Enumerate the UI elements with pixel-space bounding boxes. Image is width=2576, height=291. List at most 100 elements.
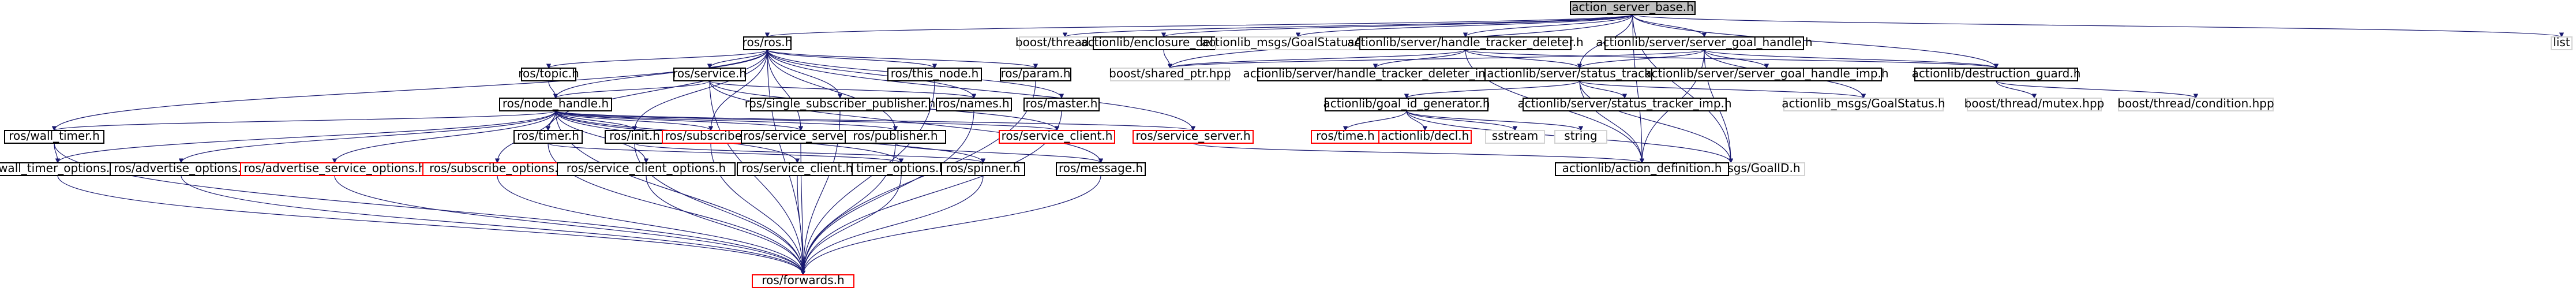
edge-ros-thisnode: [767, 49, 938, 69]
edge-ros-walltimer: [51, 49, 768, 131]
edge-root-htd: [1463, 14, 1633, 38]
node-serviceclient2[interactable]: ros/service_client.h: [737, 161, 858, 176]
edge-service-forwards: [709, 80, 806, 275]
node-box: [557, 162, 736, 176]
node-box: [1554, 130, 1607, 144]
node-timeropt[interactable]: timer_options.h: [852, 161, 951, 176]
edge-ros-nodehandle: [553, 49, 768, 99]
node-box: [1485, 130, 1545, 144]
edge-timer-timeropt: [548, 143, 903, 163]
edge-ros-service: [707, 49, 768, 69]
node-spinner[interactable]: ros/spinner.h: [941, 161, 1025, 176]
node-timer[interactable]: ros/timer.h: [513, 129, 583, 144]
node-box: [4, 130, 104, 144]
node-dg[interactable]: actionlib/destruction_guard.h: [1912, 66, 2081, 81]
node-label: actionlib/server/server_goal_handle_imp.…: [1644, 66, 1888, 80]
edge-names-forwards: [800, 110, 974, 275]
edge-init-spinner: [634, 143, 985, 163]
node-box: [1378, 130, 1472, 144]
edge-sgh-sharedptr: [1168, 49, 1705, 69]
node-box: [2118, 98, 2274, 111]
node-sghimp[interactable]: actionlib/server/server_goal_handle_imp.…: [1644, 66, 1889, 81]
node-box: [750, 98, 930, 111]
node-label: ros/spinner.h: [946, 161, 1021, 175]
edge-gidgen-string: [1406, 110, 1584, 131]
node-forwards[interactable]: ros/forwards.h: [752, 273, 854, 288]
edge-dg-mutex: [1996, 80, 2037, 99]
edge-spinner-forwards: [800, 175, 984, 275]
edge-nodehandle-publisher: [555, 110, 898, 131]
node-wto[interactable]: wall_timer_options.h: [0, 161, 121, 176]
node-list[interactable]: list: [2551, 35, 2573, 50]
edge-gidgen-decl: [1406, 110, 1428, 131]
edge-timeropt-forwards: [800, 175, 902, 275]
node-box: [1651, 68, 1882, 81]
node-sharedptr[interactable]: boost/shared_ptr.hpp: [1109, 66, 1231, 81]
node-box: [1523, 98, 1727, 111]
node-subopt[interactable]: ros/subscribe_options.h: [422, 161, 572, 176]
node-rostime[interactable]: ros/time.h: [1311, 129, 1380, 144]
node-actiondef[interactable]: actionlib/action_definition.h: [1555, 161, 1729, 176]
node-serviceserver[interactable]: ros/service_server.h: [741, 129, 861, 144]
edge-encdel-sharedptr: [1163, 49, 1173, 69]
node-box: [499, 98, 612, 111]
node-master[interactable]: ros/master.h: [1023, 96, 1100, 111]
node-box: [752, 274, 854, 288]
node-walltimer[interactable]: ros/wall_timer.h: [4, 129, 104, 144]
node-decl[interactable]: actionlib/decl.h: [1378, 129, 1472, 144]
node-thisnode[interactable]: ros/this_node.h: [887, 66, 982, 81]
node-sstream[interactable]: sstream: [1485, 129, 1545, 144]
node-param[interactable]: ros/param.h: [1000, 66, 1071, 81]
node-box: [513, 130, 583, 144]
node-box: [887, 68, 982, 81]
node-names[interactable]: ros/names.h: [936, 96, 1012, 111]
edge-nodehandle-wto: [55, 110, 556, 163]
edge-sgh-st: [1577, 49, 1705, 69]
node-mutex[interactable]: boost/thread/mutex.hpp: [1964, 96, 2105, 111]
node-htd[interactable]: actionlib/server/handle_tracker_deleter.…: [1347, 35, 1584, 50]
node-advopt[interactable]: ros/advertise_options.h: [110, 161, 253, 176]
edge-ros-servicesrv: [767, 49, 1196, 131]
node-ssp[interactable]: ros/single_subscriber_publisher.h: [745, 96, 936, 111]
edge-ros-param: [767, 49, 1038, 69]
node-ros[interactable]: ros/ros.h: [743, 35, 793, 50]
edge-root-sgh: [1632, 14, 1707, 38]
node-goalstatus[interactable]: actionlib_msgs/GoalStatus.h: [1782, 96, 1945, 111]
edge-param-forwards: [800, 80, 1036, 275]
node-label: actionlib/server/server_goal_handle.h: [1596, 35, 1812, 49]
node-box: [743, 36, 792, 50]
node-nodehandle[interactable]: ros/node_handle.h: [499, 96, 612, 111]
node-label: ros/service_server.h: [1135, 129, 1250, 143]
node-root[interactable]: action_server_base.h: [1570, 0, 1696, 15]
edge-nodehandle-walltimer: [52, 110, 556, 131]
node-publisher[interactable]: ros/publisher.h: [845, 129, 946, 144]
node-advsrvopt[interactable]: ros/advertise_service_options.h: [240, 161, 429, 176]
node-topic[interactable]: ros/topic.h: [518, 66, 579, 81]
node-box: [673, 68, 746, 81]
node-message[interactable]: ros/message.h: [1056, 161, 1146, 176]
node-init[interactable]: ros/init.h: [605, 129, 665, 144]
edge-servicesrv-actiondef: [1193, 143, 1644, 163]
edge-advopt-forwards: [181, 175, 806, 275]
node-serviceclient[interactable]: ros/service_client.h: [999, 129, 1115, 144]
node-htdimp[interactable]: actionlib/server/handle_tracker_deleter_…: [1243, 66, 1508, 81]
edge-root-list: [1632, 14, 2564, 38]
edge-service-nodehandle: [553, 80, 710, 99]
node-label: ros/param.h: [1000, 66, 1070, 80]
node-box: [941, 162, 1025, 176]
node-box: [1570, 1, 1696, 15]
node-label: sstream: [1492, 129, 1539, 143]
node-box: [845, 130, 946, 144]
node-box: [1110, 68, 1230, 81]
node-string[interactable]: string: [1554, 129, 1607, 144]
node-label: actionlib/server/status_tracker_imp.h: [1517, 96, 1731, 110]
node-st[interactable]: actionlib/server/status_tracker.h: [1484, 66, 1675, 81]
node-sgh[interactable]: actionlib/server/server_goal_handle.h: [1596, 35, 1813, 50]
node-gidgen[interactable]: actionlib/goal_id_generator.h: [1323, 96, 1490, 111]
node-service[interactable]: ros/service.h: [673, 66, 747, 81]
node-servicesrv[interactable]: ros/service_server.h: [1133, 129, 1254, 144]
node-cond[interactable]: boost/thread/condition.hpp: [2117, 96, 2274, 111]
node-scopt[interactable]: ros/service_client_options.h: [557, 161, 736, 176]
node-box: [999, 130, 1115, 144]
node-stimp[interactable]: actionlib/server/status_tracker_imp.h: [1517, 96, 1732, 111]
